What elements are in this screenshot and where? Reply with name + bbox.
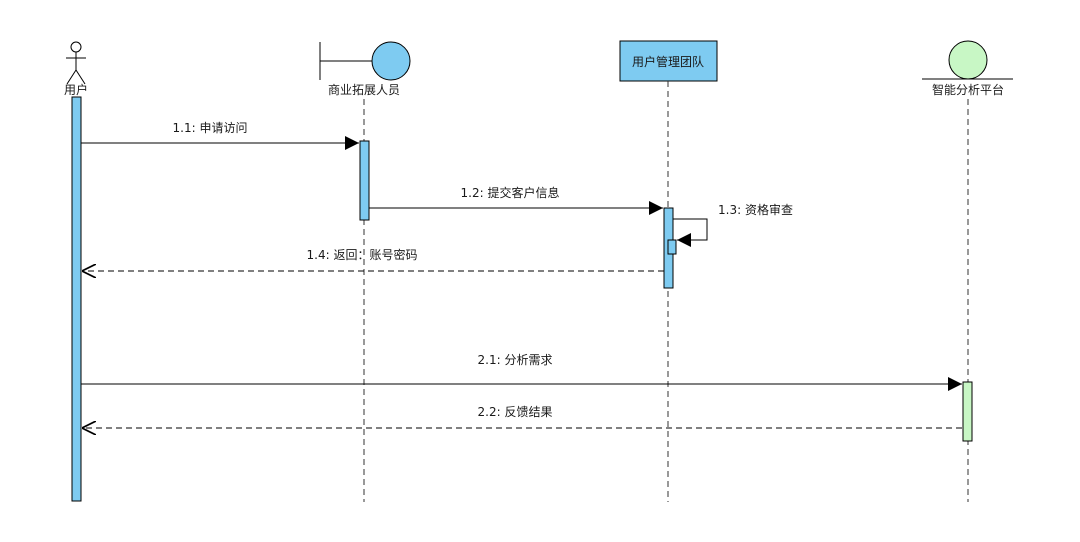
- message-label: 1.2: 提交客户信息: [461, 185, 560, 200]
- activation-bizdev: [359, 140, 370, 221]
- participant-label-bizdev: 商业拓展人员: [328, 82, 400, 97]
- participant-label-platform: 智能分析平台: [932, 82, 1004, 97]
- message-label: 2.2: 反馈结果: [478, 405, 553, 419]
- participant-user: 用户: [64, 41, 88, 502]
- message-1-1: 1.1: 申请访问: [81, 121, 359, 150]
- activation-user: [71, 96, 82, 502]
- message-arrow-self: [673, 218, 708, 247]
- participant-platform: 智能分析平台: [922, 40, 1013, 502]
- message-1-4: 1.4: 返回：账号密码: [82, 247, 664, 271]
- message-1-2: 1.2: 提交客户信息: [369, 185, 663, 215]
- activation-platform: [962, 381, 973, 442]
- message-1-3: 1.3: 资格审查: [673, 202, 793, 247]
- participant-label-team: 用户管理团队: [632, 54, 704, 69]
- participant-team: 用户管理团队: [619, 40, 718, 502]
- message-label: 1.3: 资格审查: [718, 202, 793, 217]
- message-label: 1.4: 返回：账号密码: [307, 247, 418, 262]
- entity-icon: [922, 40, 1013, 80]
- participant-label-user: 用户: [64, 82, 88, 97]
- message-label: 1.1: 申请访问: [173, 121, 248, 135]
- message-2-1: 2.1: 分析需求: [81, 353, 962, 391]
- boundary-icon: [319, 41, 411, 81]
- activation-team-nested: [667, 239, 677, 255]
- message-label: 2.1: 分析需求: [478, 353, 553, 367]
- actor-icon: [66, 41, 86, 85]
- participant-box-team: [619, 40, 718, 82]
- message-2-2: 2.2: 反馈结果: [82, 405, 962, 428]
- participant-bizdev: 商业拓展人员: [319, 41, 411, 502]
